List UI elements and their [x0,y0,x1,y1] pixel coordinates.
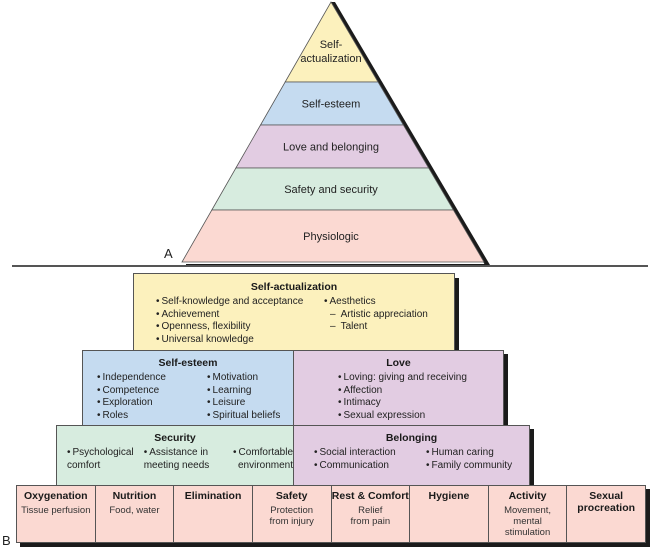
cell-subtitle: Food, water [109,505,160,516]
pyramid-level-label: Love and belonging [283,142,379,154]
self-actualization-list-2: Aesthetics Artistic appreciation Talent [324,296,428,346]
list-item: Achievement [156,309,324,322]
list-item: Intimacy [338,397,467,410]
list-item: Loving: giving and receiving [338,372,467,385]
cell-title: Elimination [184,490,242,502]
box-shadow [529,429,534,486]
panel-divider [12,265,648,267]
list-item: Universal knowledge [156,334,324,347]
self-actualization-box: Self-actualization Self-knowledge and ac… [133,273,455,351]
list-item: Social interaction [314,447,426,460]
self-actualization-title: Self-actualization [250,281,338,293]
list-item: Motivation [207,372,280,385]
list-item: Human caring [426,447,512,460]
list-item: Competence [97,385,207,398]
physiologic-cell: Elimination [174,486,253,542]
self-actualization-list-1: Self-knowledge and acceptance Achievemen… [156,296,324,346]
pyramid-shadow-edge [331,2,490,265]
list-item: Leisure [207,397,280,410]
cell-title: Safety [275,490,308,502]
list-item: Learning [207,385,280,398]
box-shadow [454,278,459,350]
belonging-list-2: Human caring Family community [426,447,513,473]
list-item: Independence [97,372,207,385]
list-item: Exploration [97,397,207,410]
pyramid-level-label: Safety and security [284,184,378,196]
belonging-list-1: Social interaction Communication [314,447,426,472]
cell-subtitle: Relief from pain [350,505,391,527]
cell-title: Activity [508,490,547,502]
row-shadow [646,489,650,547]
row-shadow-bottom [20,543,650,547]
physiologic-cell: Sexual procreation [567,486,645,542]
pyramid-level [181,209,485,263]
cell-title: Nutrition [112,490,157,502]
box-shadow [503,354,508,426]
love-title: Love [386,357,411,369]
list-item: Roles [97,410,207,423]
love-list: Loving: giving and receiving Affection I… [338,372,467,422]
cell-subtitle: Movement, mental stimulation [504,505,552,538]
pyramid-level-label: Physiologic [303,231,359,243]
list-sub-item: Talent [324,321,428,334]
physiologic-cell: Hygiene [410,486,489,542]
list-item: Openness, flexibility [156,321,324,334]
pyramid-level-label: Self- [320,39,343,51]
security-list-3: Comfortable environment [228,447,293,472]
belonging-title: Belonging [385,432,438,444]
list-item: Spiritual beliefs [207,410,281,423]
list-item: Assistance in meeting needs [144,447,225,472]
security-list-1: Psychological comfort [67,447,138,472]
pyramid-level-label: Self-esteem [302,99,361,111]
security-list-2: Assistance in meeting needs [144,447,225,472]
list-item: Psychological comfort [67,447,138,472]
security-box: Security Psychological comfort Assistanc… [56,425,294,486]
cell-title: Rest & Comfort [331,490,409,502]
list-item: Aesthetics [324,296,428,309]
list-item: Comfortable environment [228,447,293,472]
cell-title: Hygiene [428,490,470,502]
self-esteem-box: Self-esteem Independence Competence Expl… [82,350,294,426]
love-box: Love Loving: giving and receiving Affect… [293,350,504,426]
list-item: Sexual expression [338,410,467,423]
self-esteem-list-1: Independence Competence Exploration Role… [97,372,207,422]
list-item: Communication [314,460,426,473]
panel-a-label: A [164,246,173,261]
list-sub-item: Artistic appreciation [324,309,428,322]
list-item: Family community [426,460,513,473]
cell-title: Sexual procreation [577,490,636,514]
self-esteem-title: Self-esteem [158,357,218,369]
cell-title: Oxygenation [24,490,88,502]
list-item: Affection [338,385,467,398]
panel-b-label: B [2,533,11,548]
pyramid-level-label: actualization [300,53,361,65]
list-item: Self-knowledge and acceptance [156,296,324,309]
self-esteem-list-2: Motivation Learning Leisure Spiritual be… [207,372,281,423]
belonging-box: Belonging Social interaction Communicati… [293,425,530,486]
cell-subtitle: Tissue perfusion [21,505,91,516]
security-title: Security [154,432,196,444]
cell-subtitle: Protection from injury [269,505,314,527]
